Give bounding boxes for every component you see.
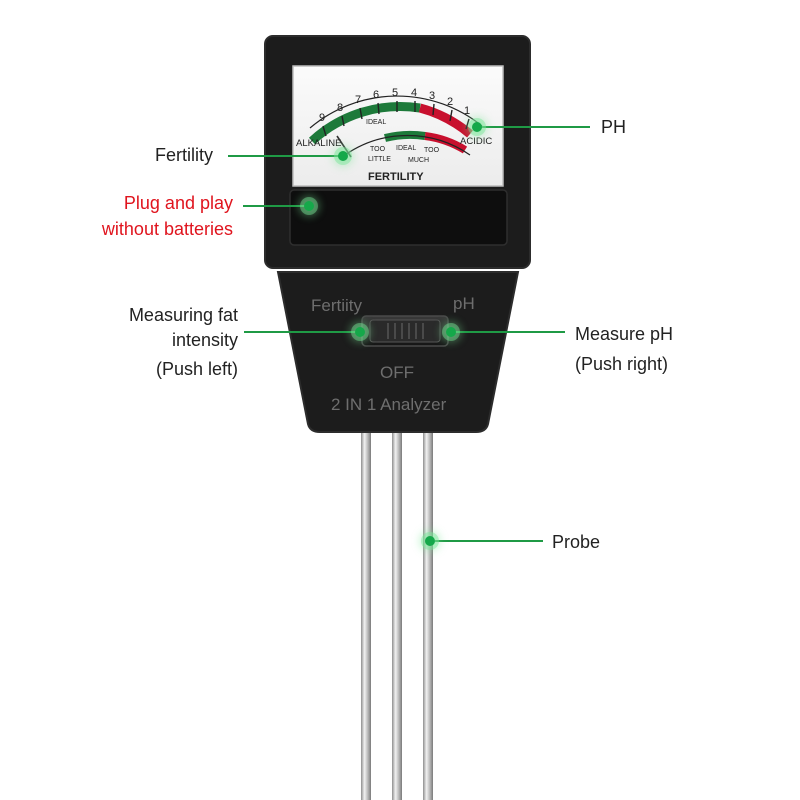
dial-number: 8 <box>337 102 343 114</box>
callout-measure-ph-line1: Measure pH <box>575 324 674 344</box>
dial-number: 4 <box>411 87 417 99</box>
dial-label-too-much-2: MUCH <box>408 157 429 164</box>
dial-number: 5 <box>392 87 398 99</box>
dial-arc-ph-outline <box>309 95 483 129</box>
dial-arc-ph-red <box>418 103 473 138</box>
dial-number: 9 <box>319 112 325 124</box>
dial-number: 7 <box>355 94 361 106</box>
dial-tick <box>432 103 435 116</box>
callout-dot-plug <box>304 201 314 211</box>
dial-tick <box>449 109 453 122</box>
dial-label-too-little-1: TOO <box>370 146 386 153</box>
callout-measuring-line2: intensity <box>171 330 238 350</box>
dial-label-ideal-mid: IDEAL <box>396 145 416 152</box>
dial-label-acidic: ACIDIC <box>460 136 492 147</box>
dial-number: 2 <box>447 96 453 108</box>
probe-rods <box>361 430 433 800</box>
dial-number: 3 <box>429 90 435 102</box>
callout-plug-line1: Plug and play <box>123 193 233 213</box>
dial-number: 6 <box>373 89 379 101</box>
callout-line-measure-ph <box>455 331 565 333</box>
dial-number: 1 <box>464 105 470 117</box>
dial-tick <box>322 125 327 137</box>
switch-grip-ridges <box>387 323 424 339</box>
callout-probe: Probe <box>552 532 601 552</box>
dial-arc-fertility-outline <box>344 134 471 156</box>
dial-arc-ph-green <box>308 102 421 145</box>
callout-line-probe <box>435 540 543 542</box>
callout-dot-measuring <box>355 327 365 337</box>
dial-arc-fertility-red <box>424 132 468 154</box>
dial-tick <box>341 115 345 127</box>
dial-tick <box>465 118 470 130</box>
callout-line-measuring <box>244 331 356 333</box>
mode-slide-switch[interactable] <box>361 315 449 347</box>
callout-measure-ph: Measure pH (Push right) <box>575 321 673 377</box>
callout-line-plug <box>243 205 305 207</box>
dial-label-alkaline: ALKALINE <box>296 138 341 149</box>
switch-housing <box>276 271 520 433</box>
callout-measure-ph-line2: (Push right) <box>575 354 669 374</box>
callout-dot-fertility <box>338 151 348 161</box>
callout-plug-line2: without batteries <box>101 219 233 239</box>
callout-measuring-fat: Measuring fat intensity (Push left) <box>90 302 238 382</box>
switch-knob[interactable] <box>369 319 441 343</box>
callout-dot-ph <box>472 122 482 132</box>
switch-label-off: OFF <box>380 363 414 382</box>
model-label: 2 IN 1 Analyzer <box>331 395 447 414</box>
callout-measuring-line3: (Push left) <box>155 359 238 379</box>
meter-dial: 9 8 7 6 5 4 3 2 1 ALKALINE ACIDIC IDEAL … <box>292 65 504 187</box>
dial-ticks <box>322 101 470 137</box>
switch-label-ph: pH <box>453 294 475 313</box>
dial-tick <box>377 102 380 115</box>
switch-label-fertility: Fertiity <box>311 296 363 315</box>
callout-dot-probe <box>425 536 435 546</box>
callout-dot-measure-ph <box>446 327 456 337</box>
dial-label-too-much-1: TOO <box>424 147 440 154</box>
callout-ph: PH <box>601 117 627 137</box>
callout-plug-and-play: Plug and play without batteries <box>60 190 233 242</box>
callout-line-ph <box>480 126 590 128</box>
callout-measuring-line1: Measuring fat <box>128 305 238 325</box>
dial-tick <box>359 107 363 120</box>
label-window <box>289 189 508 246</box>
probe-rod-left <box>361 430 371 800</box>
callout-fertility: Fertility <box>155 145 213 165</box>
callout-line-fertility <box>228 155 343 157</box>
dial-label-fertility: FERTILITY <box>368 171 424 183</box>
dial-label-too-little-2: LITTLE <box>368 156 391 163</box>
dial-label-ideal-top: IDEAL <box>366 119 386 126</box>
dial-needle <box>336 135 352 158</box>
probe-rod-middle <box>392 430 402 800</box>
probe-rod-right <box>423 430 433 800</box>
